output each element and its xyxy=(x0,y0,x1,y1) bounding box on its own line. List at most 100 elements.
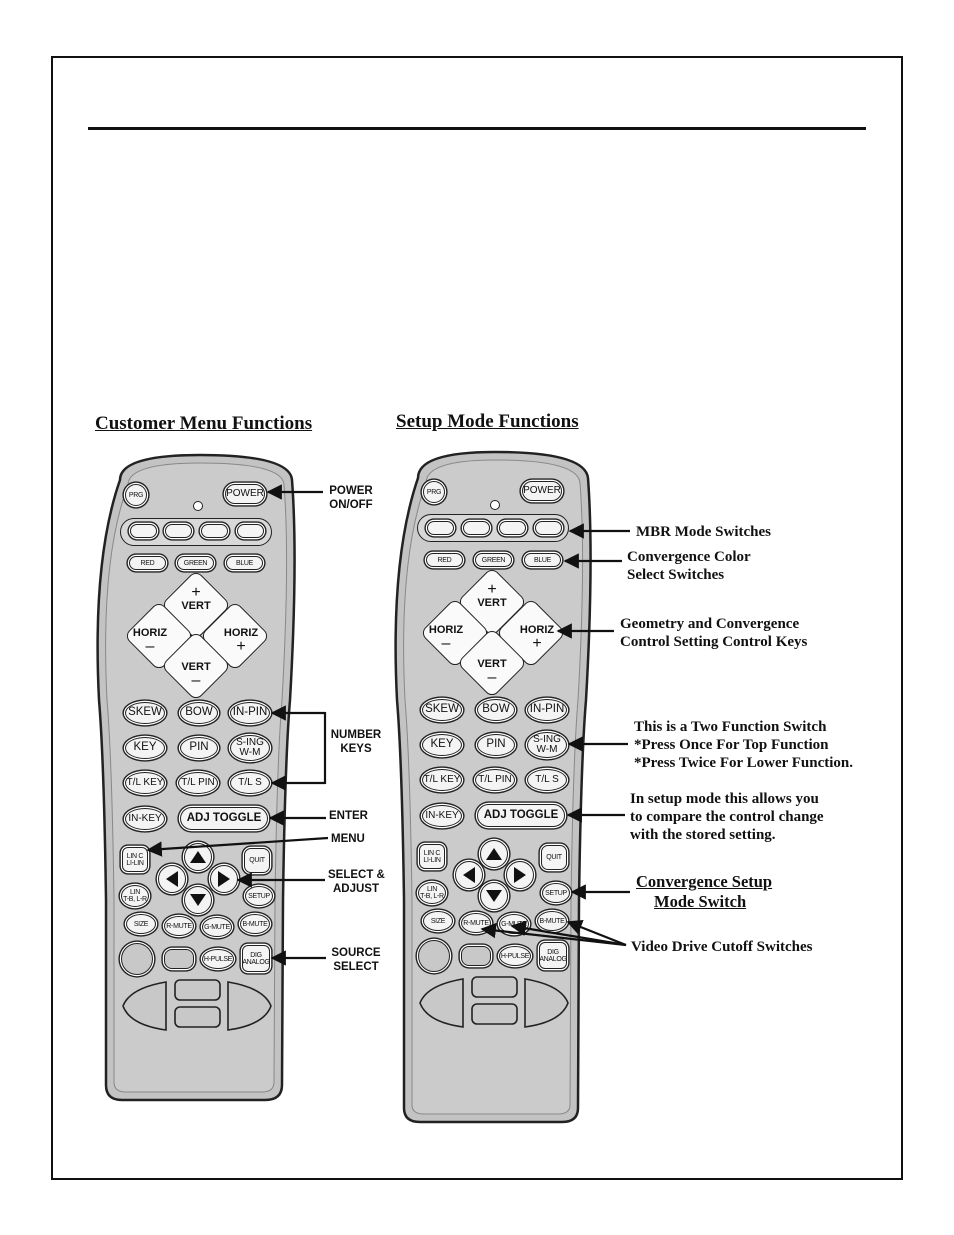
b-mute-button[interactable]: B-MUTE xyxy=(537,911,567,931)
arrow-menu xyxy=(146,836,329,857)
down-arrow-icon xyxy=(486,890,502,902)
mbr-button-2[interactable] xyxy=(463,521,490,535)
mbr-button-4[interactable] xyxy=(237,524,264,538)
mbr-button-2[interactable] xyxy=(165,524,192,538)
vert-minus-label: VERT– xyxy=(477,658,507,686)
h-pulse-button[interactable]: H-PULSE xyxy=(499,946,531,966)
key-button[interactable]: KEY xyxy=(422,734,462,756)
prg-button[interactable]: PRG xyxy=(125,484,147,506)
tl-s-button[interactable]: T/L S xyxy=(527,769,567,791)
in-pin-button[interactable]: IN-PIN xyxy=(527,699,567,721)
right-arrow-key[interactable] xyxy=(506,861,534,889)
red-button[interactable]: RED xyxy=(426,553,463,567)
right-rocker-top xyxy=(471,976,518,998)
down-arrow-key[interactable] xyxy=(184,886,212,914)
right-heading: Setup Mode Functions xyxy=(396,411,579,432)
setup-button[interactable]: SETUP xyxy=(245,886,273,906)
g-mute-button[interactable]: G-MUTE xyxy=(202,917,232,937)
b-mute-button[interactable]: B-MUTE xyxy=(240,914,270,934)
r-mute-button[interactable]: R-MUTE xyxy=(164,916,194,936)
prg-button[interactable]: PRG xyxy=(423,481,445,503)
horiz-plus-label: HORIZ+ xyxy=(519,624,555,652)
left-arrow-icon xyxy=(166,871,178,887)
in-key-button[interactable]: IN-KEY xyxy=(125,808,165,830)
right-rocker-left xyxy=(419,978,464,1028)
blank-button[interactable] xyxy=(461,946,491,966)
red-button[interactable]: RED xyxy=(129,556,166,570)
green-button[interactable]: GREEN xyxy=(475,553,512,567)
blue-button[interactable]: BLUE xyxy=(524,553,561,567)
left-rocker-top xyxy=(174,979,221,1001)
enter-label: ENTER xyxy=(329,810,368,822)
up-arrow-key[interactable] xyxy=(480,840,508,868)
mbr-button-1[interactable] xyxy=(427,521,454,535)
left-arrow-key[interactable] xyxy=(158,865,186,893)
pin-button[interactable]: PIN xyxy=(180,737,218,759)
power-button[interactable]: POWER xyxy=(522,481,562,501)
size-button[interactable]: SIZE xyxy=(126,914,156,934)
quit-button[interactable]: QUIT xyxy=(244,848,270,873)
tl-key-button[interactable]: T/L KEY xyxy=(422,769,462,791)
round-button[interactable] xyxy=(418,940,450,972)
horiz-minus-label: HORIZ– xyxy=(428,624,464,652)
tl-pin-button[interactable]: T/L PIN xyxy=(475,769,515,791)
right-arrow-icon xyxy=(514,867,526,883)
mbr-button-3[interactable] xyxy=(201,524,228,538)
bow-button[interactable]: BOW xyxy=(180,702,218,724)
vert-minus-label: VERT– xyxy=(181,661,211,689)
power-button[interactable]: POWER xyxy=(225,484,265,504)
menu-label: MENU xyxy=(331,833,365,845)
horiz-plus-label: HORIZ+ xyxy=(223,627,259,655)
green-button[interactable]: GREEN xyxy=(177,556,214,570)
quit-button[interactable]: QUIT xyxy=(541,845,567,870)
tl-key-button[interactable]: T/L KEY xyxy=(125,772,165,794)
pin-button[interactable]: PIN xyxy=(477,734,515,756)
led-indicator xyxy=(193,501,203,511)
right-arrow-icon xyxy=(218,871,230,887)
key-button[interactable]: KEY xyxy=(125,737,165,759)
setup-button[interactable]: SETUP xyxy=(542,883,570,903)
two-function-label: This is a Two Function Switch*Press Once… xyxy=(634,719,854,771)
skew-button[interactable]: SKEW xyxy=(422,699,462,721)
mbr-button-3[interactable] xyxy=(499,521,526,535)
skew-button[interactable]: SKEW xyxy=(125,702,165,724)
vert-plus-label: +VERT xyxy=(181,584,211,612)
in-key-button[interactable]: IN-KEY xyxy=(422,805,462,827)
tl-s-button[interactable]: T/L S xyxy=(230,772,270,794)
up-arrow-icon xyxy=(486,848,502,860)
adj-toggle-button[interactable]: ADJ TOGGLE xyxy=(180,807,268,830)
h-pulse-button[interactable]: H-PULSE xyxy=(202,949,234,969)
round-button[interactable] xyxy=(121,943,153,975)
down-arrow-icon xyxy=(190,894,206,906)
bow-button[interactable]: BOW xyxy=(477,699,515,721)
adj-toggle-button[interactable]: ADJ TOGGLE xyxy=(477,804,565,827)
size-button[interactable]: SIZE xyxy=(423,911,453,931)
tl-pin-button[interactable]: T/L PIN xyxy=(178,772,218,794)
in-pin-button[interactable]: IN-PIN xyxy=(230,702,270,724)
left-arrow-key[interactable] xyxy=(455,861,483,889)
mbr-mode-label: MBR Mode Switches xyxy=(636,524,771,540)
arrow-video-b-mute xyxy=(566,919,627,947)
down-arrow-key[interactable] xyxy=(480,882,508,910)
blank-button[interactable] xyxy=(164,949,194,969)
left-rocker-left xyxy=(122,981,167,1031)
blue-button[interactable]: BLUE xyxy=(226,556,263,570)
led-indicator xyxy=(490,500,500,510)
left-rocker-bottom xyxy=(174,1006,221,1028)
mbr-button-1[interactable] xyxy=(130,524,157,538)
mbr-button-4[interactable] xyxy=(535,521,562,535)
